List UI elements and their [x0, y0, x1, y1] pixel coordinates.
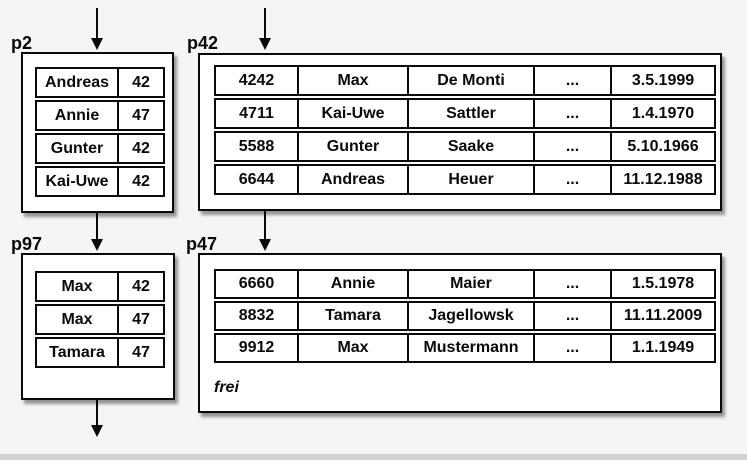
firstname-cell: Gunter	[299, 133, 409, 160]
ellipsis-cell: ...	[535, 335, 612, 361]
firstname-cell: Kai-Uwe	[299, 100, 409, 127]
arrow-down-into-p42-icon	[259, 8, 271, 50]
arrow-down-into-p2-icon	[91, 8, 103, 50]
arrow-shaft	[96, 8, 98, 38]
table-row: Gunter 42	[35, 133, 165, 164]
id-cell: 9912	[216, 335, 299, 361]
table-row: 6644 Andreas Heuer ... 11.12.1988	[214, 164, 716, 195]
value-cell: 47	[132, 343, 150, 361]
date-cell: 11.11.2009	[623, 307, 703, 324]
arrow-head-icon	[259, 38, 271, 50]
table-row: Max 42	[35, 271, 165, 302]
date-cell: 5.10.1966	[627, 137, 699, 155]
ellipsis-cell: ...	[535, 271, 612, 297]
lastname-cell: Mustermann	[409, 335, 535, 361]
arrow-shaft	[96, 400, 98, 425]
ellipsis-cell: ...	[535, 166, 612, 193]
lastname-cell: De Monti	[409, 67, 535, 94]
id-cell: 4711	[216, 100, 299, 127]
firstname-cell: Max	[299, 335, 409, 361]
table-row: Tamara 47	[35, 337, 165, 368]
date-cell: 1.5.1978	[631, 275, 695, 292]
arrow-head-icon	[91, 38, 103, 50]
firstname-cell: Max	[299, 67, 409, 94]
page-box-p2: Andreas 42 Annie 47 Gunter 42 Kai-Uwe 42	[21, 52, 174, 213]
table-row: Andreas 42	[35, 67, 165, 98]
key-cell: Andreas	[37, 69, 119, 96]
id-cell: 5588	[216, 133, 299, 160]
table-row: 4711 Kai-Uwe Sattler ... 1.4.1970	[214, 98, 716, 129]
arrow-p97-out-icon	[91, 400, 103, 437]
value-cell: 42	[132, 139, 150, 157]
ellipsis-cell: ...	[535, 100, 612, 127]
key-cell: Gunter	[37, 135, 119, 162]
free-space-label: frei	[214, 379, 239, 396]
key-cell: Tamara	[37, 339, 119, 366]
value-cell: 47	[132, 310, 150, 328]
key-cell: Annie	[37, 102, 119, 129]
ellipsis-cell: ...	[535, 133, 612, 160]
table-row: 8832 Tamara Jagellowsk ... 11.11.2009	[214, 301, 716, 331]
id-cell: 8832	[216, 303, 299, 329]
arrow-head-icon	[259, 239, 271, 251]
date-cell: 1.4.1970	[631, 104, 695, 122]
table-row: 6660 Annie Maier ... 1.5.1978	[214, 269, 716, 299]
arrow-shaft	[264, 211, 266, 239]
table-row: 5588 Gunter Saake ... 5.10.1966	[214, 131, 716, 162]
value-cell: 42	[132, 277, 150, 295]
id-cell: 4242	[216, 67, 299, 94]
page-label-p47: p47	[186, 234, 218, 254]
lastname-cell: Sattler	[409, 100, 535, 127]
date-cell: 3.5.1999	[631, 71, 695, 89]
arrow-p42-to-p47-icon	[259, 211, 271, 251]
arrow-shaft	[264, 8, 266, 38]
key-cell: Kai-Uwe	[37, 168, 119, 195]
firstname-cell: Andreas	[299, 166, 409, 193]
arrow-head-icon	[91, 425, 103, 437]
page-box-p47: 6660 Annie Maier ... 1.5.1978 8832 Tamar…	[198, 253, 722, 413]
ellipsis-cell: ...	[535, 303, 612, 329]
record-table-p42: 4242 Max De Monti ... 3.5.1999 4711 Kai-…	[214, 65, 716, 195]
date-cell: 11.12.1988	[623, 170, 703, 188]
table-row: Max 47	[35, 304, 165, 335]
firstname-cell: Annie	[299, 271, 409, 297]
key-cell: Max	[37, 273, 119, 300]
page-label-p97: p97	[11, 234, 43, 254]
page-label-p2: p2	[11, 33, 33, 53]
arrow-head-icon	[91, 239, 103, 251]
table-row: 4242 Max De Monti ... 3.5.1999	[214, 65, 716, 96]
id-cell: 6660	[216, 271, 299, 297]
arrow-shaft	[96, 213, 98, 239]
table-row: Kai-Uwe 42	[35, 166, 165, 197]
record-table-p47: 6660 Annie Maier ... 1.5.1978 8832 Tamar…	[214, 269, 716, 363]
lastname-cell: Saake	[409, 133, 535, 160]
arrow-p2-to-p97-icon	[91, 213, 103, 251]
lastname-cell: Maier	[409, 271, 535, 297]
page-box-p42: 4242 Max De Monti ... 3.5.1999 4711 Kai-…	[198, 53, 722, 211]
key-table-p97: Max 42 Max 47 Tamara 47	[35, 271, 165, 368]
slide-bottom-edge	[0, 454, 747, 460]
ellipsis-cell: ...	[535, 67, 612, 94]
firstname-cell: Tamara	[299, 303, 409, 329]
table-row: 9912 Max Mustermann ... 1.1.1949	[214, 333, 716, 363]
page-box-p97: Max 42 Max 47 Tamara 47	[21, 253, 175, 400]
lastname-cell: Jagellowsk	[409, 303, 535, 329]
page-label-p42: p42	[187, 33, 219, 53]
key-table-p2: Andreas 42 Annie 47 Gunter 42 Kai-Uwe 42	[35, 67, 165, 197]
table-row: Annie 47	[35, 100, 165, 131]
value-cell: 47	[132, 106, 150, 124]
lastname-cell: Heuer	[409, 166, 535, 193]
value-cell: 42	[132, 172, 150, 190]
date-cell: 1.1.1949	[631, 339, 695, 356]
key-cell: Max	[37, 306, 119, 333]
value-cell: 42	[132, 73, 150, 91]
id-cell: 6644	[216, 166, 299, 193]
